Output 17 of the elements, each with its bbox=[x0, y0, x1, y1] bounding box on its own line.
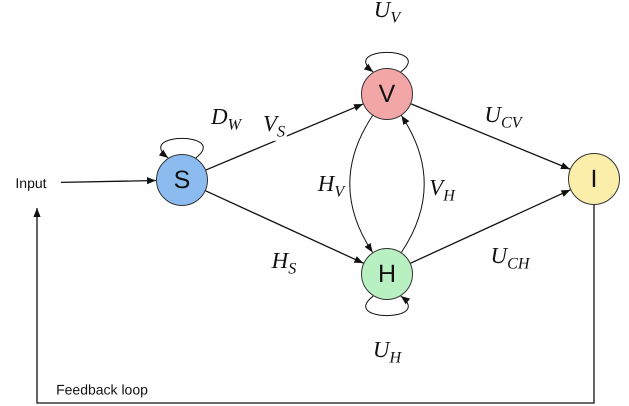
arrow bbox=[410, 189, 571, 264]
state-circle: H bbox=[361, 248, 413, 300]
arrow bbox=[364, 52, 409, 72]
state-circle: S bbox=[156, 154, 208, 206]
arrow bbox=[410, 103, 570, 170]
arrow bbox=[206, 103, 364, 171]
state-circle: V bbox=[361, 68, 413, 120]
arrow bbox=[60, 177, 156, 184]
arrow bbox=[400, 115, 425, 253]
state-circle: I bbox=[568, 153, 620, 205]
arrow bbox=[205, 190, 364, 264]
arrow bbox=[33, 205, 595, 404]
input-label: Input bbox=[5, 172, 57, 194]
arrow bbox=[349, 115, 374, 253]
edge-label: Feedback loop bbox=[54, 382, 150, 398]
arrow bbox=[159, 138, 204, 158]
arrow bbox=[365, 296, 410, 316]
